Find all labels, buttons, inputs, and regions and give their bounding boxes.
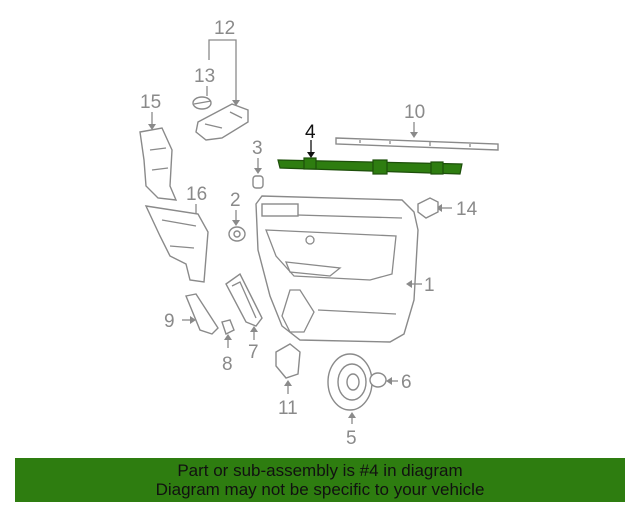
callout-16: 16 (186, 184, 207, 205)
callout-8: 8 (222, 354, 233, 375)
part-14-clip (417, 197, 452, 219)
callout-10: 10 (404, 102, 425, 123)
callout-4: 4 (305, 122, 316, 143)
part-11-grille (275, 343, 301, 394)
banner-line-1: Part or sub-assembly is #4 in diagram (177, 461, 463, 480)
part-12-bracket (195, 39, 249, 141)
part-7-handle (225, 272, 263, 340)
callout-6: 6 (401, 372, 412, 393)
info-banner: Part or sub-assembly is #4 in diagram Di… (15, 458, 625, 502)
callout-5: 5 (346, 428, 357, 449)
parts-diagram: 12 13 15 10 4 3 16 2 14 1 9 7 8 6 11 5 (139, 18, 499, 449)
part-4-weatherstrip (277, 140, 463, 175)
callout-14: 14 (456, 199, 478, 220)
part-5-speaker (327, 353, 373, 424)
callout-7: 7 (248, 342, 259, 363)
part-1-door-panel (255, 195, 422, 343)
callout-11: 11 (278, 398, 298, 419)
part-9-trim (182, 293, 219, 335)
part-3-fastener (252, 158, 264, 189)
part-13-clip (192, 86, 212, 110)
callout-15: 15 (140, 92, 161, 113)
part-6-grommet (369, 372, 398, 388)
part-15-panel (139, 112, 178, 201)
callout-2: 2 (230, 190, 241, 211)
callout-1: 1 (424, 275, 435, 296)
part-10-strip (335, 122, 499, 151)
part-16-panel (144, 204, 209, 283)
banner-line-2: Diagram may not be specific to your vehi… (155, 480, 485, 499)
callout-3: 3 (252, 138, 263, 159)
callout-13: 13 (194, 66, 215, 87)
callout-9: 9 (164, 311, 175, 332)
callout-12: 12 (214, 18, 235, 39)
part-2-fastener (228, 210, 246, 242)
part-8-clip (221, 319, 235, 348)
